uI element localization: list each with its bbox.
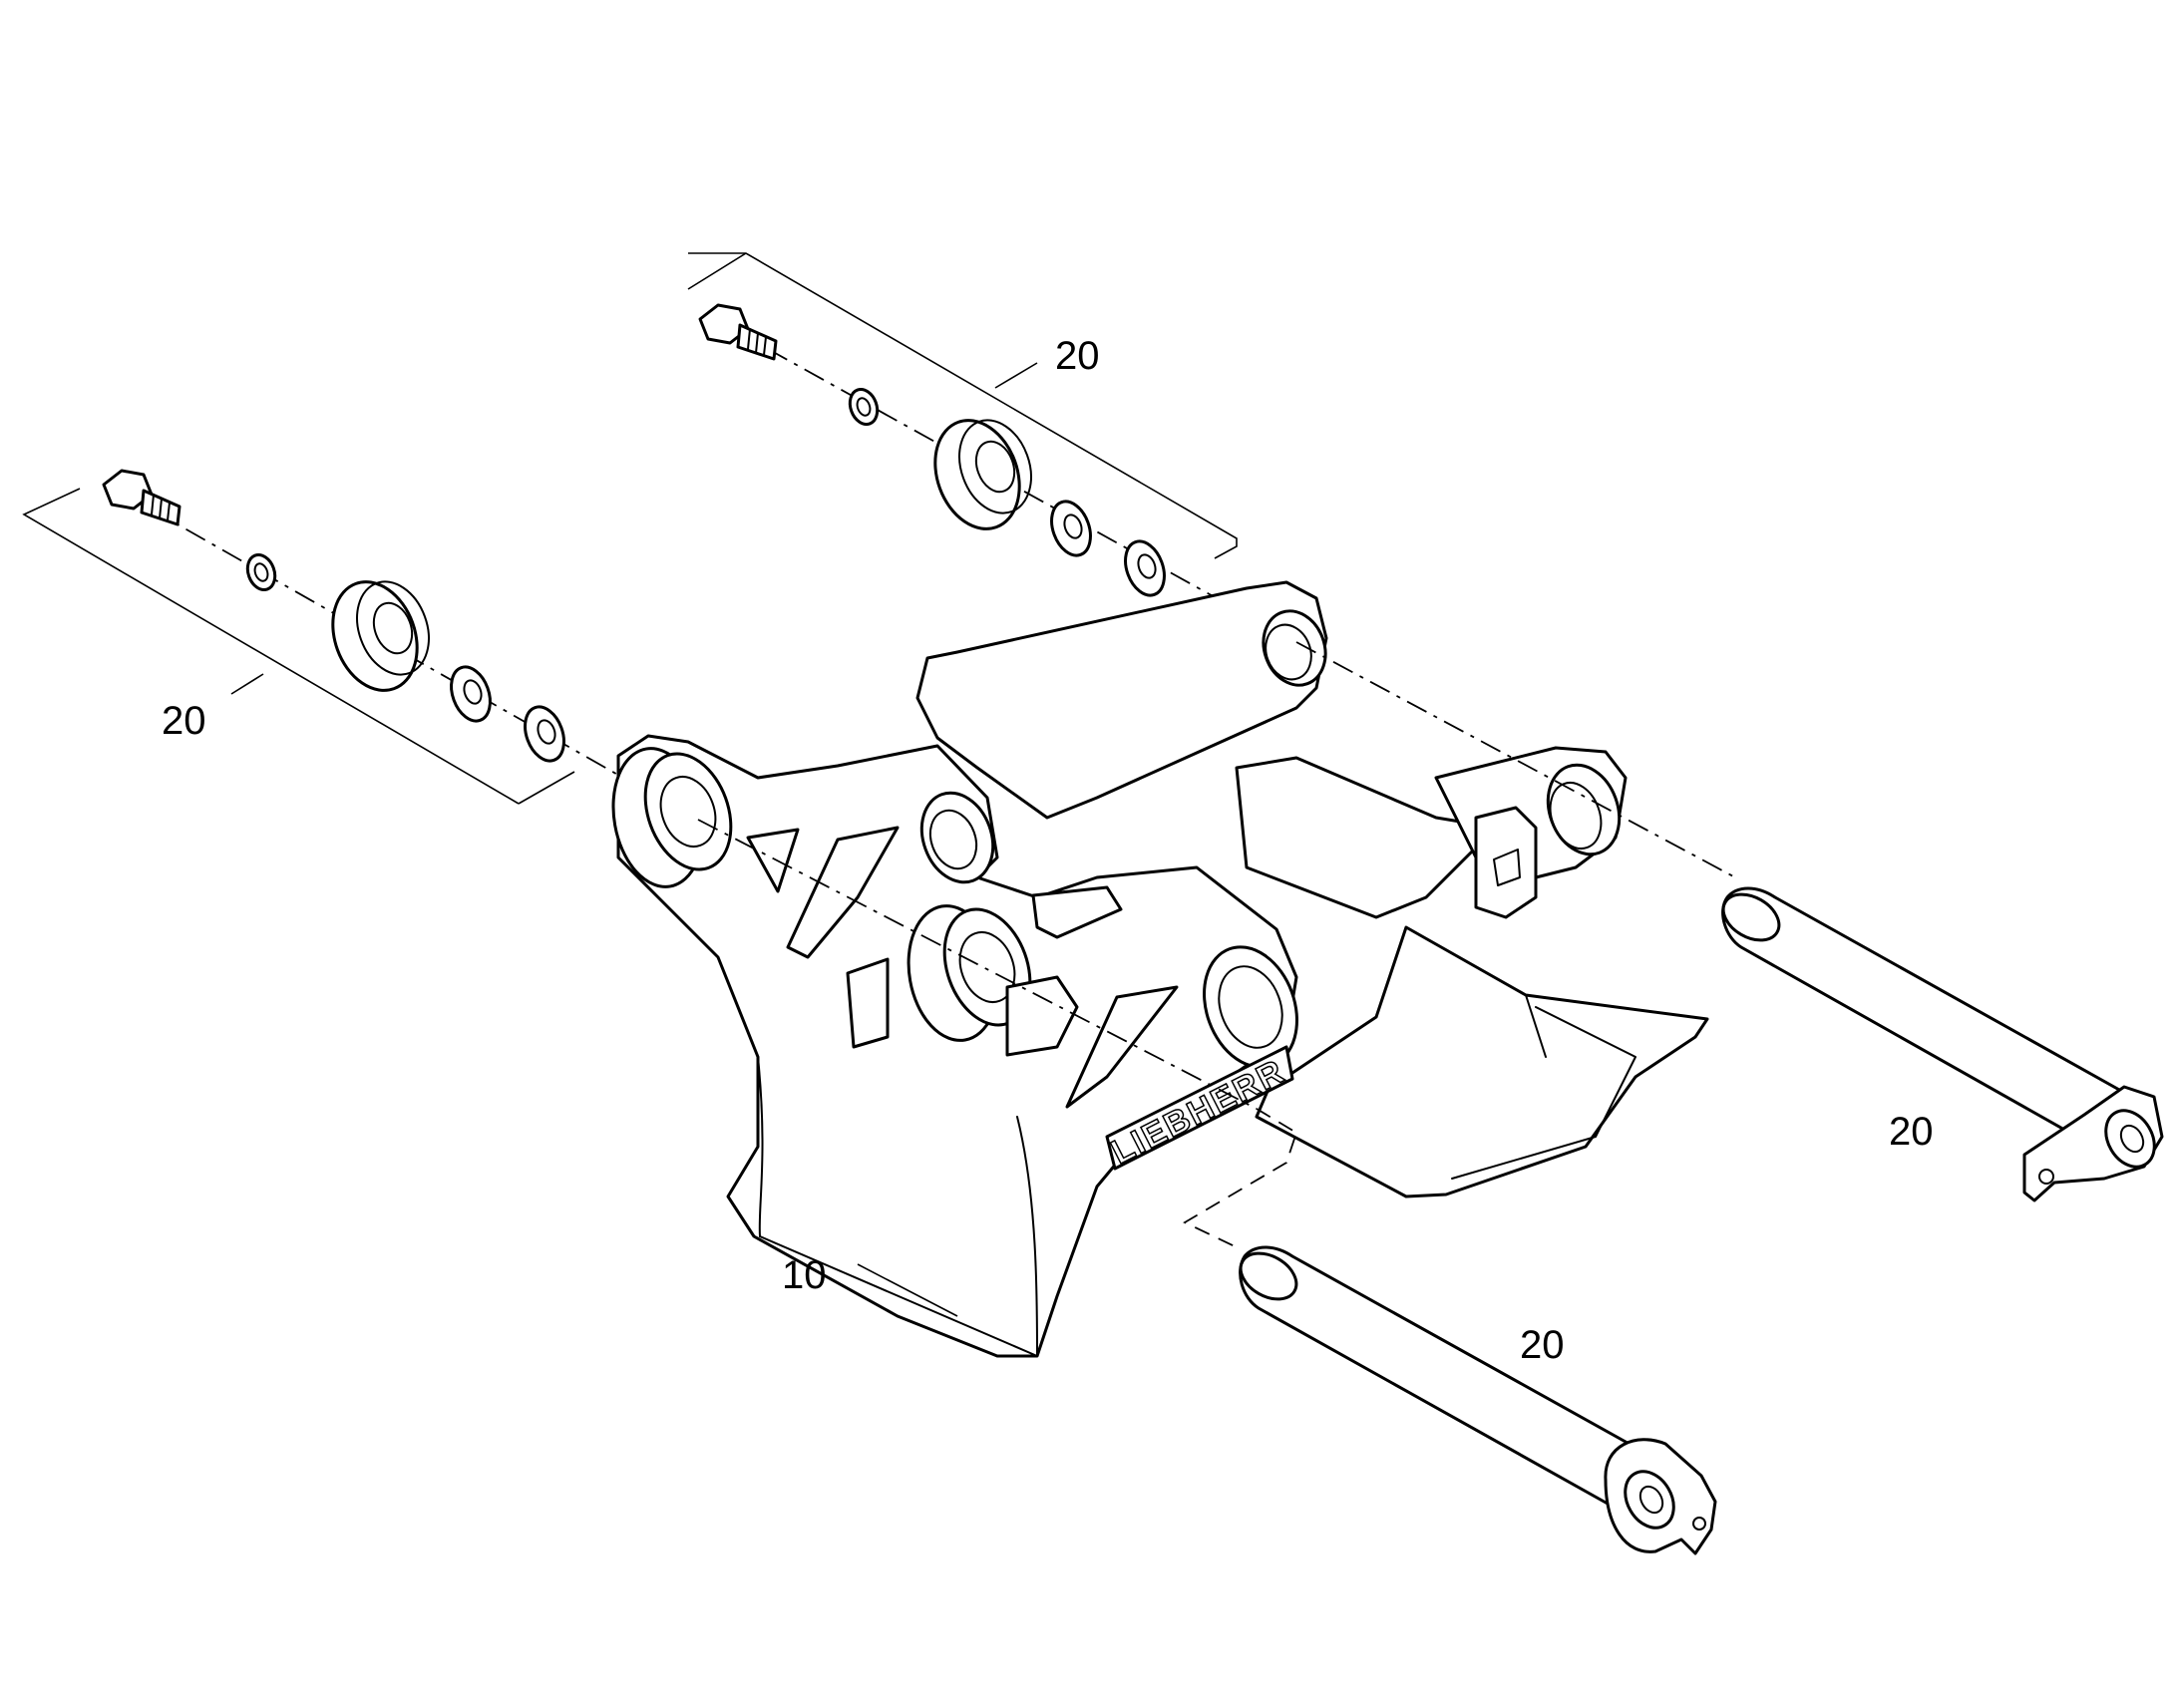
callout-bolt-kit-top: 20 [1055, 334, 1100, 378]
frame-axis-lower [697, 819, 1258, 1110]
bolt-kit-left: 20 [22, 469, 659, 805]
frame-hook-jaw [1255, 925, 1709, 1198]
callout-frame: 10 [782, 1253, 827, 1297]
frame-far-plate [915, 580, 1328, 820]
bolt-kit-left-axis [149, 508, 659, 799]
shim-icon [524, 705, 565, 763]
lock-washer-icon [848, 388, 880, 426]
callout-pin-right: 20 [1889, 1110, 1934, 1154]
shim-icon [1124, 539, 1166, 597]
bushing-icon [331, 580, 430, 692]
callout-frame-leader [857, 1263, 958, 1317]
pin-right: 20 [1721, 886, 2164, 1202]
bolt-kit-left-bracket [22, 488, 520, 805]
bolt-kit-top: 20 [687, 252, 1307, 649]
frame-front-mid-lug [919, 791, 995, 884]
shim-icon [450, 665, 492, 723]
pin-bottom: 20 [1239, 1245, 1717, 1555]
frame-axis-offset [1183, 1108, 1298, 1247]
frame-deck-plate [1235, 756, 1498, 919]
bushing-icon [933, 419, 1032, 530]
hex-bolt-icon [102, 469, 182, 526]
hex-bolt-icon [698, 303, 778, 361]
callout-pin-bottom: 20 [1520, 1323, 1565, 1367]
bolt-kit-top-bracket [688, 252, 1238, 559]
pin-bottom-shaft [1239, 1245, 1645, 1506]
frame-front-left-lug [611, 747, 733, 888]
frame-latch-block [1474, 806, 1538, 919]
lock-washer-icon [245, 553, 277, 591]
quick-coupler-frame: LIEBHERR 10 [611, 580, 1736, 1358]
shim-icon [1050, 500, 1092, 557]
callout-bolt-kit-left: 20 [162, 699, 206, 743]
